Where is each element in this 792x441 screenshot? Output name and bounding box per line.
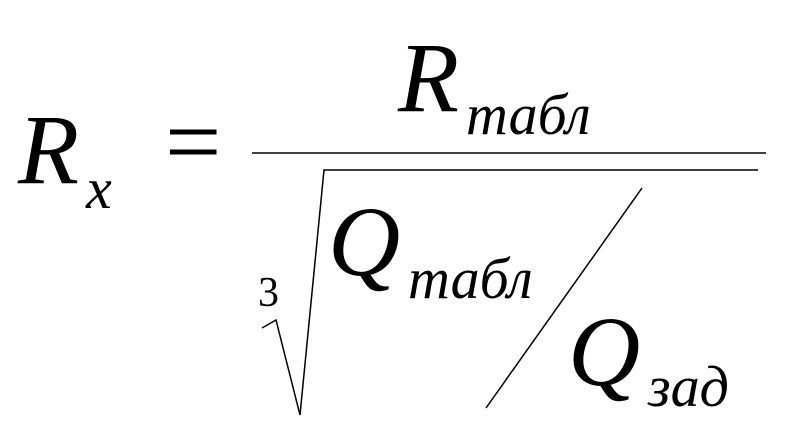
inner-numerator-subscript: табл	[408, 246, 533, 311]
equals-sign: =	[165, 86, 222, 197]
inner-denominator-subscript: зад	[648, 354, 729, 419]
inner-fraction-slash	[485, 187, 643, 409]
inner-numerator-symbol: Q	[328, 186, 401, 297]
inner-denominator-symbol: Q	[568, 296, 641, 407]
lhs-symbol: R	[18, 94, 80, 205]
radical-sign	[261, 169, 758, 416]
root-index: 3	[258, 270, 279, 316]
numerator-subscript: табл	[466, 82, 591, 147]
numerator-symbol: R	[398, 22, 460, 133]
lhs-subscript: x	[86, 156, 112, 221]
